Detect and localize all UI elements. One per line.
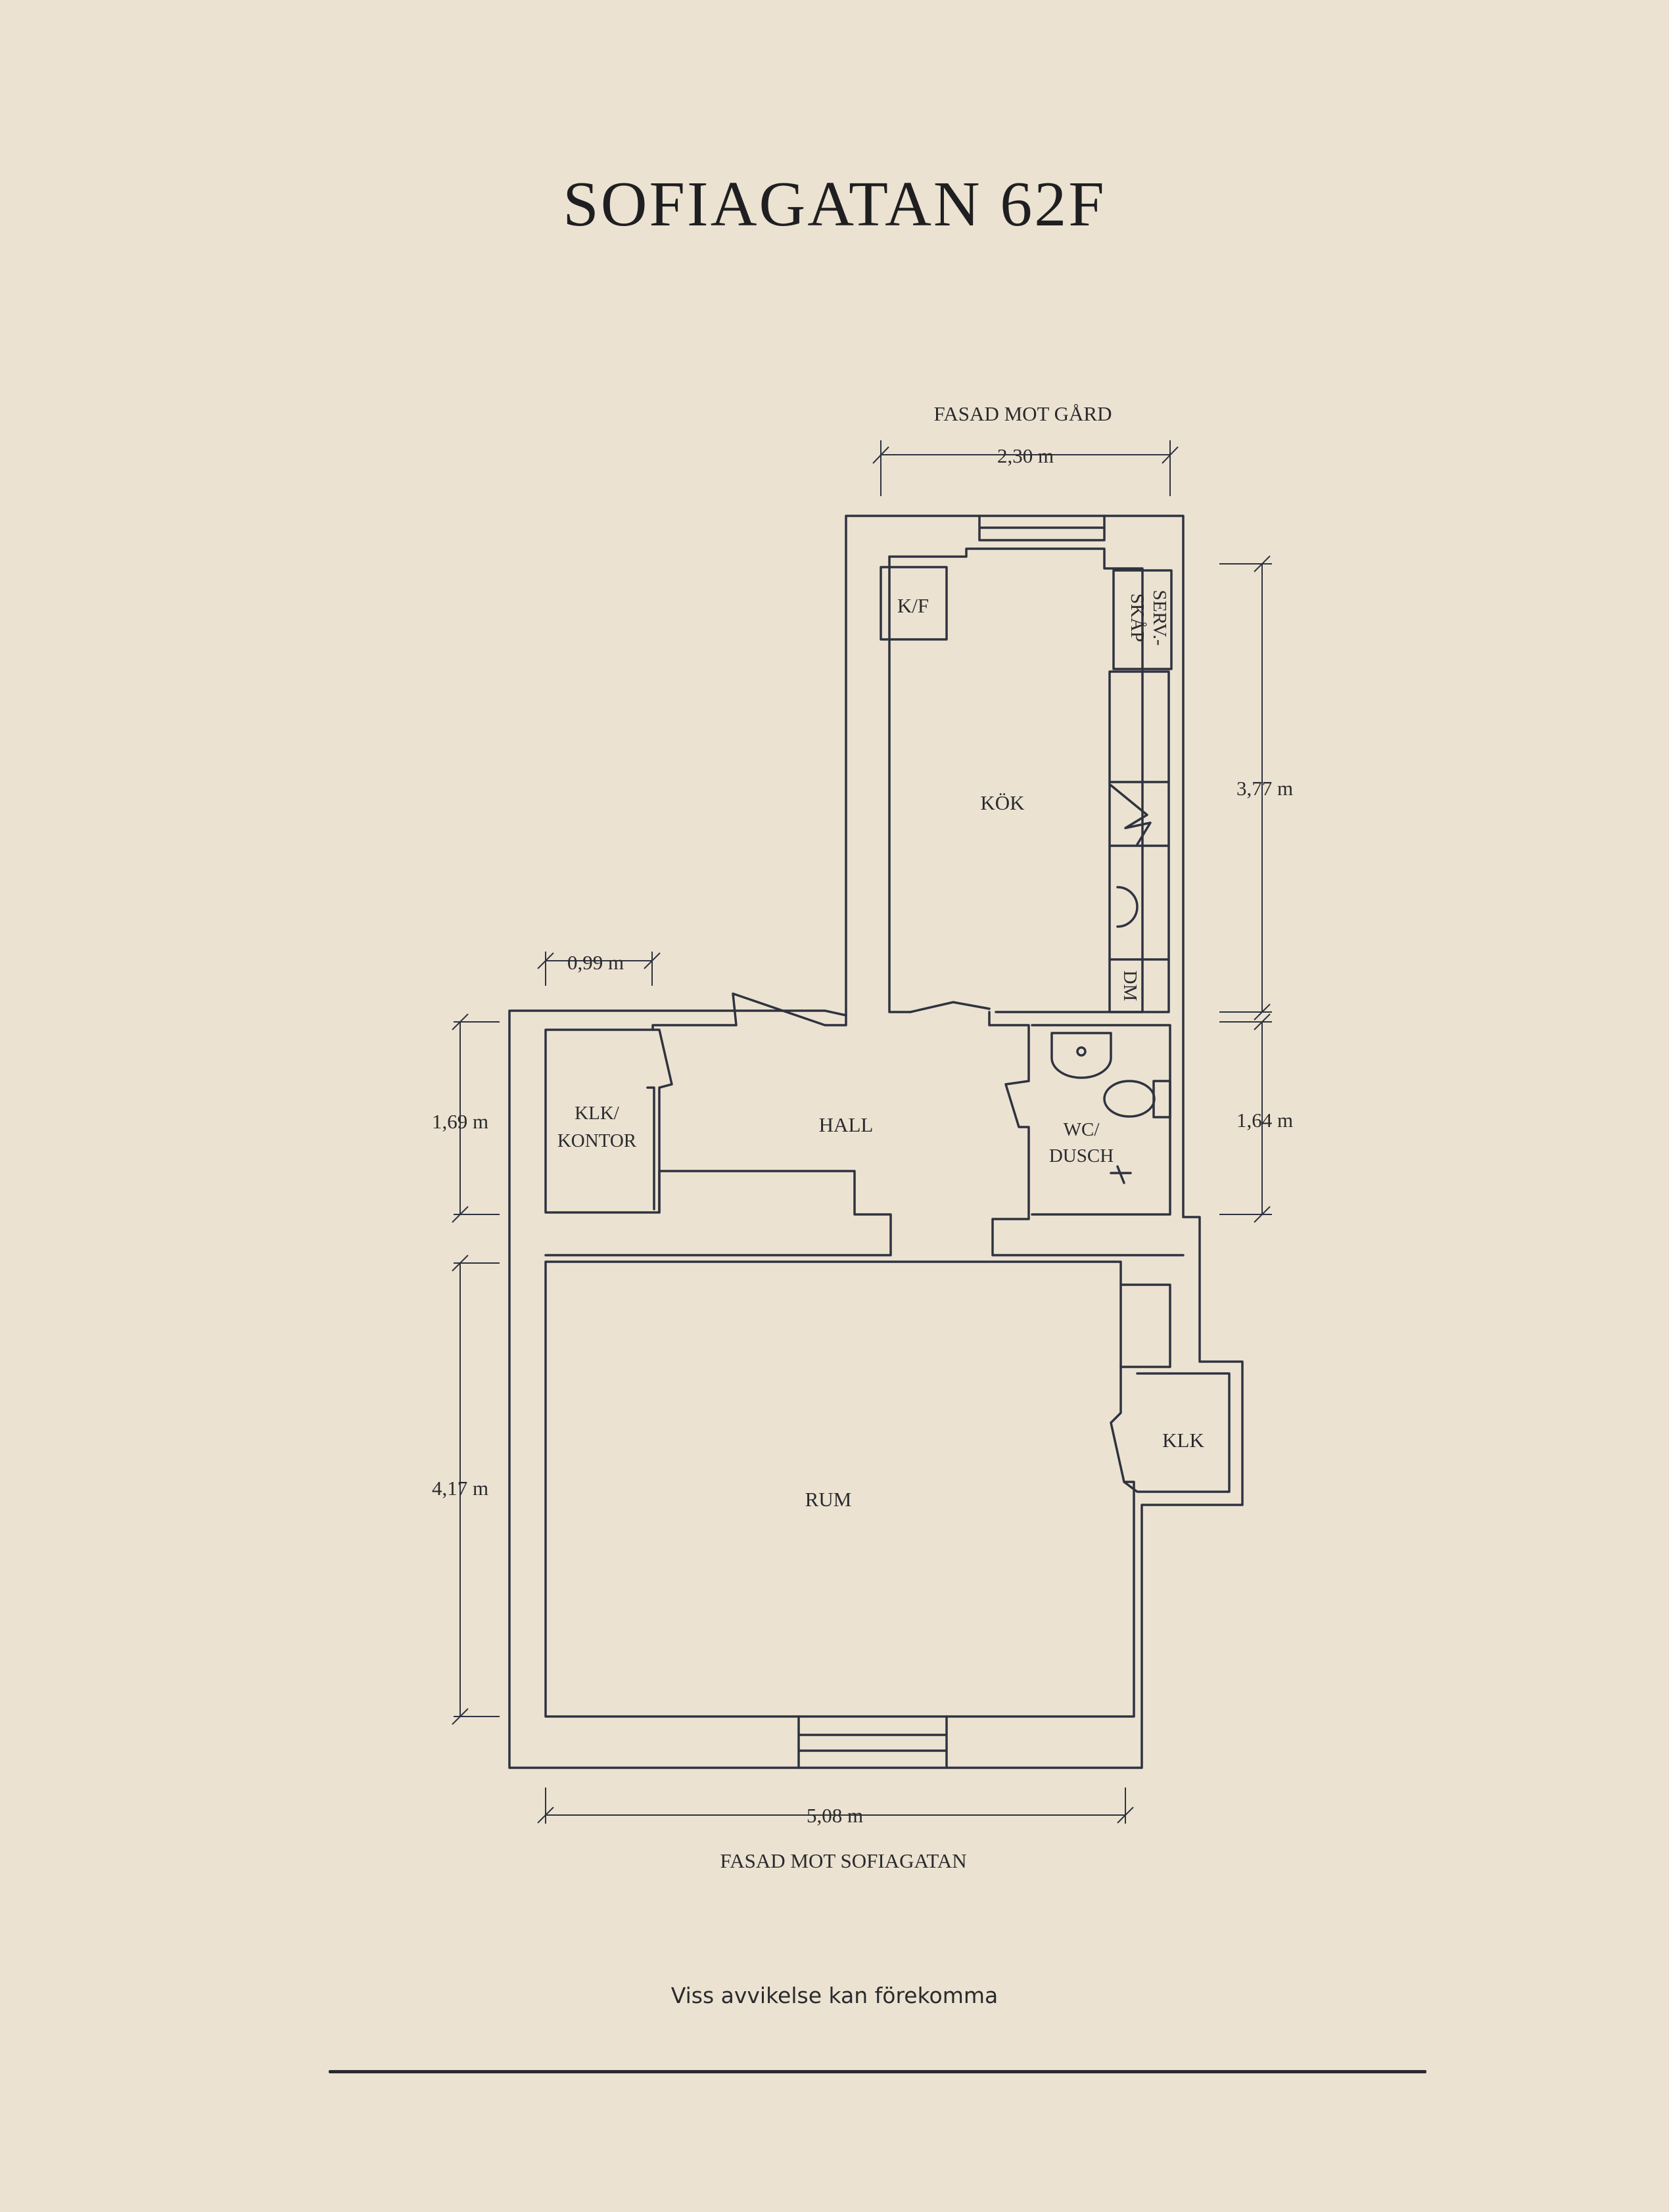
outer-wall bbox=[508, 515, 1244, 1769]
hall-wall bbox=[544, 992, 892, 1256]
room-label-klk: KLK bbox=[1162, 1429, 1204, 1452]
facade-top-label: FASAD MOT GÅRD bbox=[933, 402, 1112, 425]
toilet bbox=[1152, 1080, 1171, 1118]
footer-divider bbox=[329, 2070, 1426, 2073]
room-label-wc-1: WC/ bbox=[1064, 1119, 1100, 1140]
svg-text:SERV.-: SERV.- bbox=[1149, 590, 1170, 646]
dim-label-hall: 1,69 m bbox=[432, 1110, 488, 1133]
svg-text:SKÅP: SKÅP bbox=[1127, 593, 1148, 642]
room-label-kf: K/F bbox=[897, 594, 929, 617]
kitchen-counter bbox=[1108, 670, 1170, 1013]
kitchen-inner-wall bbox=[888, 547, 1144, 1013]
rum-window bbox=[797, 1715, 948, 1769]
kitchen-sink bbox=[1116, 886, 1139, 928]
klk-closet bbox=[1123, 1372, 1231, 1493]
room-label-dm: DM bbox=[1119, 971, 1140, 1002]
dim-line-wc bbox=[1219, 1013, 1272, 1223]
wc-sink bbox=[1050, 1032, 1112, 1079]
dim-line-kok bbox=[1219, 555, 1272, 1021]
dim-line-bottom bbox=[537, 1787, 1134, 1824]
svg-text:DM: DM bbox=[1119, 971, 1140, 1002]
service-cabinet bbox=[1112, 569, 1173, 670]
klk-kontor-wall bbox=[646, 1028, 673, 1214]
dim-label-top: 2,30 m bbox=[997, 444, 1054, 467]
dim-label-kok: 3,77 m bbox=[1236, 777, 1293, 800]
rum-inner-wall bbox=[544, 1260, 1171, 1718]
room-label-kok: KÖK bbox=[980, 791, 1025, 814]
room-label-wc-2: DUSCH bbox=[1049, 1145, 1114, 1166]
stove-symbol bbox=[1110, 784, 1152, 846]
dim-line-rum bbox=[452, 1255, 500, 1725]
shower bbox=[1110, 1165, 1132, 1184]
room-label-hall: HALL bbox=[819, 1113, 874, 1136]
dim-line-top bbox=[872, 440, 1179, 496]
dim-label-klk: 0,99 m bbox=[567, 951, 624, 974]
kf-box bbox=[880, 566, 948, 641]
disclaimer: Viss avvikelse kan förekomma bbox=[670, 1983, 999, 2008]
dim-label-rum: 4,17 m bbox=[432, 1477, 488, 1500]
dim-line-hall bbox=[452, 1013, 500, 1223]
hall-divider bbox=[988, 1011, 1185, 1256]
room-label-klk-kontor-1: KLK/ bbox=[575, 1103, 620, 1124]
dim-label-bottom: 5,08 m bbox=[807, 1804, 863, 1827]
wc-wall bbox=[1031, 1024, 1171, 1216]
room-label-serv: SERV.- SKÅP bbox=[1127, 590, 1170, 646]
room-label-klk-kontor-2: KONTOR bbox=[557, 1130, 637, 1151]
dim-line-klk bbox=[537, 952, 661, 986]
kitchen-window bbox=[978, 515, 1106, 541]
room-label-rum: RUM bbox=[805, 1488, 852, 1511]
facade-bottom-label: FASAD MOT SOFIAGATAN bbox=[720, 1849, 966, 1872]
door-kitchen bbox=[909, 1001, 991, 1013]
page-title: SOFIAGATAN 62F bbox=[563, 169, 1106, 240]
dim-label-wc: 1,64 m bbox=[1236, 1109, 1293, 1132]
